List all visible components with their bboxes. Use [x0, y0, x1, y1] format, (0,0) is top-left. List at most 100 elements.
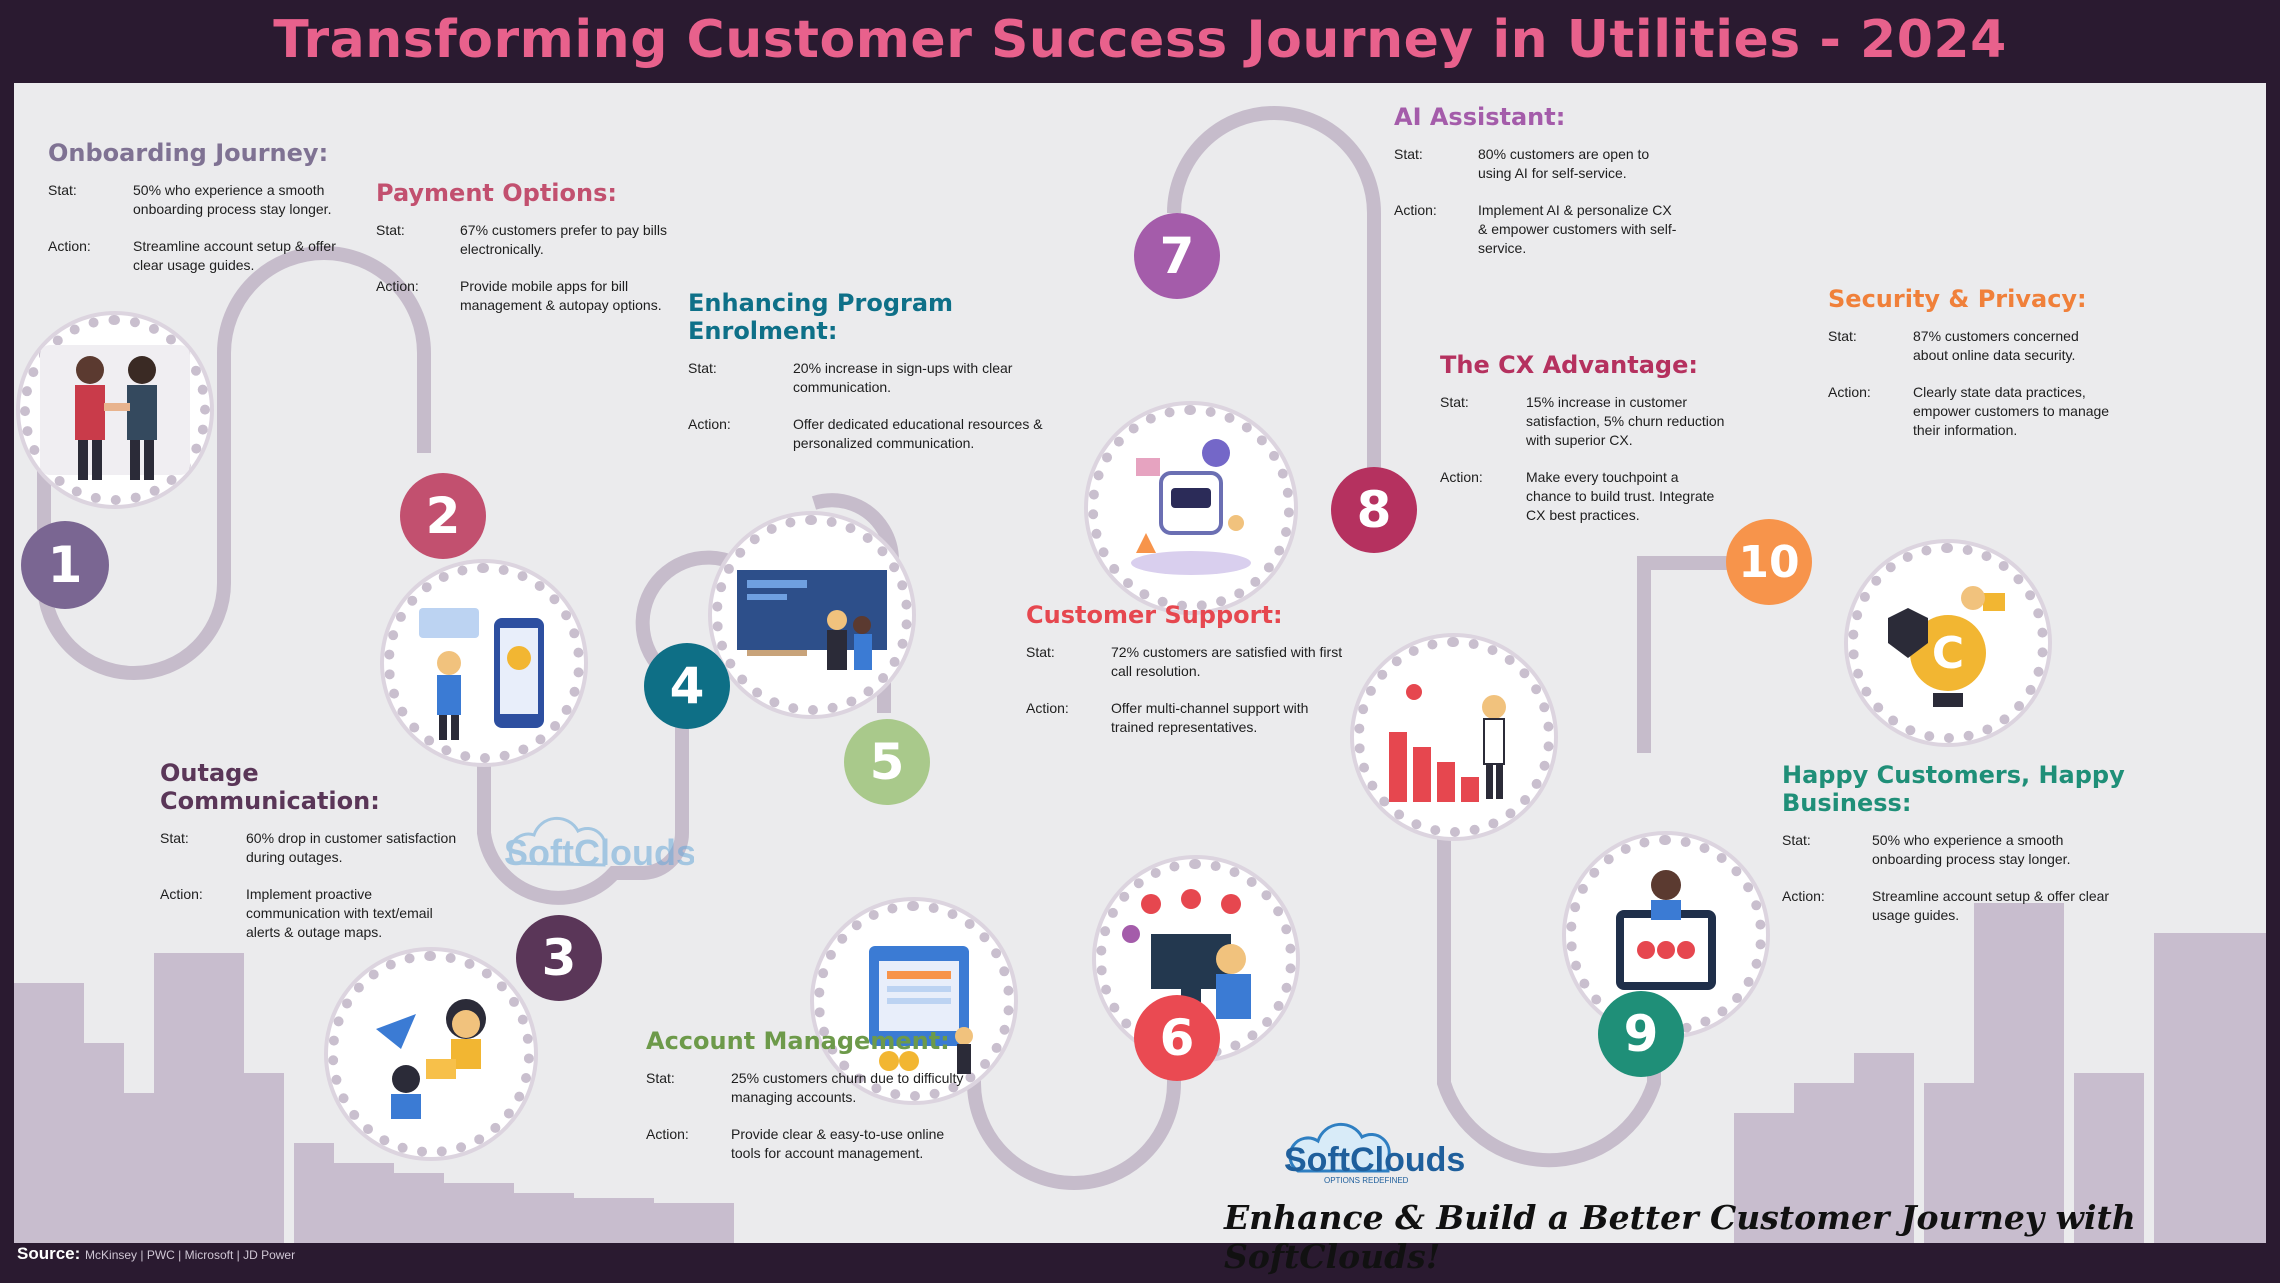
action-label: Action: [1828, 384, 1871, 400]
svg-text:OPTIONS REDEFINED: OPTIONS REDEFINED [1324, 1176, 1409, 1185]
infographic-canvas: C 1 2 3 4 5 6 7 8 9 10 Onboarding Journe… [14, 83, 2266, 1243]
communication-icon [376, 999, 486, 1119]
section-heading: Onboarding Journey: [48, 139, 329, 167]
section-happy: Happy Customers, Happy Business: Stat:50… [1782, 761, 2202, 943]
section-heading: Security & Privacy: [1828, 285, 2087, 313]
section-heading: Outage Communication: [160, 759, 380, 815]
illustration-enrolment [712, 515, 912, 715]
section-enrolment: Enhancing Program Enrolment: Stat:20% in… [688, 289, 1088, 471]
section-heading: Happy Customers, Happy Business: [1782, 761, 2125, 817]
action-text: Streamline account setup & offer clear u… [1872, 888, 2110, 923]
illustration-onboarding [20, 315, 210, 505]
section-ai: AI Assistant: Stat: 80% customers are ope… [1394, 103, 1714, 276]
stat-text: 80% customers are open to using AI for s… [1478, 146, 1650, 181]
journey-path-segment [1437, 793, 1661, 1168]
step-badge-2: 2 [400, 473, 486, 559]
journey-path-segment [967, 1033, 1181, 1190]
illustration-payment [384, 563, 584, 763]
source-text: McKinsey | PWC | Microsoft | JD Power [85, 1248, 296, 1262]
stat-text: 50% who experience a smooth onboarding p… [133, 182, 332, 217]
action-label: Action: [1782, 888, 1825, 904]
section-support: Customer Support: Stat: 72% customers are… [1026, 601, 1346, 755]
step-badge-4: 4 [644, 643, 730, 729]
illustration-outage [328, 951, 534, 1157]
section-heading: Payment Options: [376, 179, 617, 207]
stat-label: Stat: [1440, 394, 1469, 410]
action-label: Action: [160, 886, 203, 902]
action-label: Action: [1440, 469, 1483, 485]
enrolment-icon [737, 570, 887, 670]
stat-label: Stat: [1026, 644, 1055, 660]
step-badge-7: 7 [1134, 213, 1220, 299]
action-label: Action: [1394, 202, 1437, 218]
stat-label: Stat: [1782, 832, 1811, 848]
illustration-ai [1088, 405, 1294, 611]
section-outage: Outage Communication: Stat: 60% drop in c… [160, 759, 480, 960]
stat-label: Stat: [376, 222, 405, 238]
step-badge-8: 8 [1331, 467, 1417, 553]
softclouds-logo: SoftClouds OPTIONS REDEFINED [1278, 1119, 1478, 1189]
action-text: Make every touchpoint a chance to build … [1526, 469, 1715, 523]
stat-text: 15% increase in customer satisfaction, 5… [1526, 394, 1725, 448]
step-badge-6: 6 [1134, 995, 1220, 1081]
section-heading: AI Assistant: [1394, 103, 1566, 131]
illustration-support [1096, 859, 1296, 1059]
mobile-payment-icon [419, 608, 544, 740]
right-skyline [1734, 903, 2266, 1243]
handshake-icon [40, 345, 190, 480]
section-cx: The CX Advantage: Stat: 15% increase in c… [1440, 351, 1760, 543]
svg-text:C: C [1932, 628, 1964, 679]
ai-assistant-icon [1131, 439, 1251, 575]
growth-chart-icon [1389, 684, 1506, 802]
stat-label: Stat: [1394, 146, 1423, 162]
step-badge-1: 1 [21, 521, 109, 609]
action-label: Action: [1026, 700, 1069, 716]
stat-label: Stat: [1828, 328, 1857, 344]
step-badge-10: 10 [1726, 519, 1812, 605]
action-label: Action: [48, 238, 91, 254]
section-heading: Enhancing Program Enrolment: [688, 289, 954, 345]
action-label: Action: [376, 278, 419, 294]
stat-text: 25% customers churn due to difficulty ma… [731, 1070, 964, 1105]
stat-label: Stat: [48, 182, 77, 198]
cloud-logo-icon: SoftClouds OPTIONS REDEFINED [1284, 1122, 1465, 1185]
stat-label: Stat: [646, 1070, 675, 1086]
section-onboarding: Onboarding Journey: Stat: 50% who experie… [48, 139, 368, 293]
stat-label: Stat: [160, 830, 189, 846]
section-heading: Customer Support: [1026, 601, 1283, 629]
action-text: Implement AI & personalize CX & empower … [1478, 202, 1677, 256]
svg-text:SoftClouds: SoftClouds [1284, 1141, 1465, 1179]
stat-text: 20% increase in sign-ups with clear comm… [793, 360, 1013, 395]
action-text: Provide mobile apps for bill management … [460, 278, 662, 313]
source-label: Source: [17, 1244, 81, 1263]
action-text: Implement proactive communication with t… [246, 886, 433, 940]
happy-customer-icon [1616, 870, 1716, 990]
section-heading: The CX Advantage: [1440, 351, 1698, 379]
journey-path-segment [37, 246, 431, 680]
left-skyline [14, 953, 734, 1243]
section-security: Security & Privacy: Stat: 87% customers c… [1828, 285, 2128, 458]
stat-text: 60% drop in customer satisfaction during… [246, 830, 457, 865]
section-payment: Payment Options: Stat: 67% customers pref… [376, 179, 686, 333]
step-badge-3: 3 [516, 915, 602, 1001]
action-text: Provide clear & easy-to-use online tools… [731, 1126, 945, 1161]
journey-path-segment [1637, 556, 1734, 753]
journey-path-segment [477, 550, 737, 905]
svg-text:SoftClouds: SoftClouds [504, 832, 694, 873]
section-account: Account Management: Stat:25% customers c… [646, 1027, 966, 1181]
source-line: Source: McKinsey | PWC | Microsoft | JD … [17, 1244, 295, 1264]
action-text: Streamline account setup & offer clear u… [133, 238, 336, 273]
illustration-security: C [1848, 543, 2048, 743]
softclouds-logo-watermark: SoftClouds [494, 813, 696, 883]
stat-text: 72% customers are satisfied with first c… [1111, 644, 1343, 679]
action-text: Clearly state data practices, empower cu… [1913, 384, 2110, 438]
illustration-account [814, 901, 1014, 1101]
action-label: Action: [646, 1126, 689, 1142]
cloud-logo-icon: SoftClouds [504, 816, 696, 873]
step-badge-9: 9 [1598, 991, 1684, 1077]
stat-text: 87% customers concerned about online dat… [1913, 328, 2079, 363]
security-lock-icon: C [1888, 586, 2005, 707]
action-text: Offer multi-channel support with trained… [1111, 700, 1309, 735]
stat-text: 67% customers prefer to pay bills electr… [460, 222, 667, 257]
